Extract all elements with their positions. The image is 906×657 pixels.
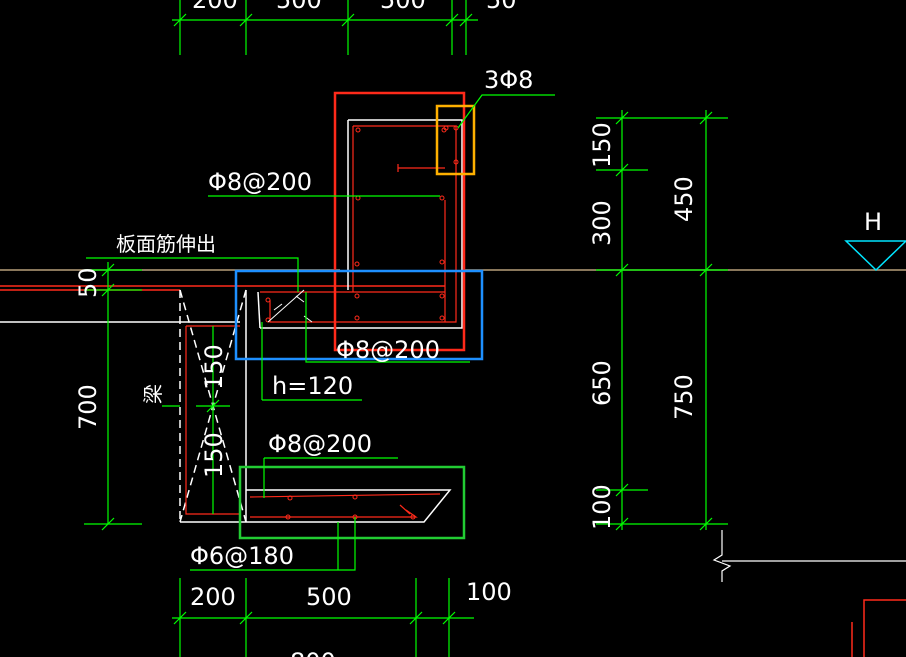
label-stirrup-lower: Φ8@200 <box>268 430 372 458</box>
label-stirrup-mid: Φ8@200 <box>336 336 440 364</box>
dim-top-c: 500 <box>380 0 426 14</box>
ledge-outline <box>246 489 452 523</box>
dim-bottom-a: 200 <box>190 583 236 611</box>
highlight-box-green <box>238 465 466 540</box>
dim-right-100: 100 <box>588 484 616 530</box>
highlight-box-orange <box>435 104 476 176</box>
upstand-outline <box>257 119 463 329</box>
label-top-bars: 3Φ8 <box>484 66 533 94</box>
dim-right-450: 450 <box>670 176 698 222</box>
dim-right-150: 150 <box>588 122 616 168</box>
label-slab-thickness: h=120 <box>272 372 353 400</box>
dim-bottom-total: 800 <box>290 648 336 657</box>
dimension-lines <box>84 0 728 657</box>
dim-right-750: 750 <box>670 374 698 420</box>
highlight-box-blue <box>234 269 484 361</box>
dim-beam-lower: 150 <box>200 432 228 478</box>
dim-top-b: 500 <box>276 0 322 14</box>
dim-left-slab: 50 <box>74 267 102 298</box>
label-slab-note: 板面筋伸出 <box>116 232 216 256</box>
dim-top-a: 200 <box>192 0 238 14</box>
dim-right-300: 300 <box>588 200 616 246</box>
label-level: H <box>864 208 882 236</box>
dim-top-d: 50 <box>486 0 517 14</box>
dim-right-650: 650 <box>588 360 616 406</box>
ledge-rebar <box>249 493 441 518</box>
upstand-rebar <box>260 125 457 323</box>
dim-bottom-c: 100 <box>466 578 512 606</box>
slab-rebar <box>0 285 445 291</box>
dim-beam-upper: 150 <box>200 344 228 390</box>
label-stirrup-upper: Φ8@200 <box>208 168 312 196</box>
dim-left-height: 700 <box>74 384 102 430</box>
label-bottom-bars: Φ6@180 <box>190 542 294 570</box>
label-beam: 梁 <box>141 384 165 404</box>
break-line-icon <box>712 530 906 582</box>
slab-hatch <box>267 289 313 323</box>
highlight-box-red <box>333 91 466 352</box>
dim-bottom-b: 500 <box>306 583 352 611</box>
slab-outline <box>0 269 906 323</box>
adjacent-element <box>851 599 906 657</box>
level-triangle-icon <box>844 240 906 272</box>
